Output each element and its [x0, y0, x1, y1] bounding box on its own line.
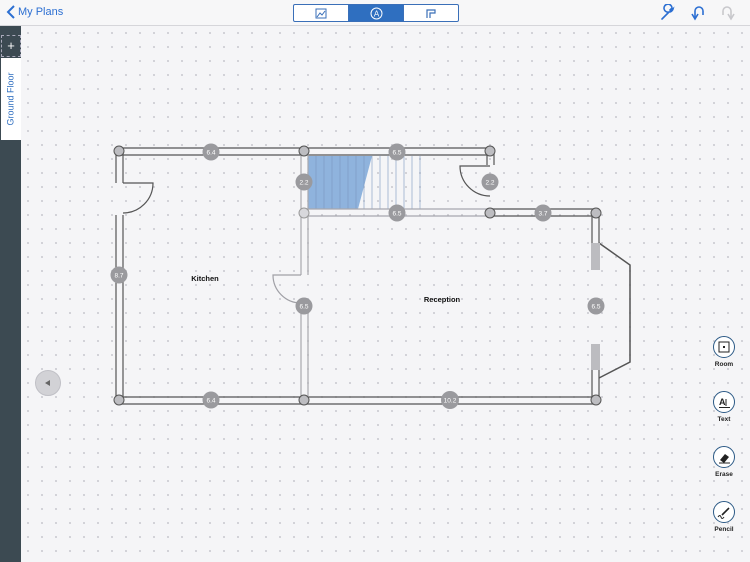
- room-tool-circle: [713, 336, 735, 358]
- svg-text:2.2: 2.2: [299, 180, 308, 187]
- text-tool-circle: A: [713, 391, 735, 413]
- svg-text:A: A: [719, 397, 726, 407]
- pencil-tool-button[interactable]: Pencil: [708, 501, 740, 533]
- back-label: My Plans: [18, 6, 64, 18]
- wrench-icon: [661, 4, 675, 20]
- text-icon: A: [718, 397, 730, 408]
- pencil-icon: [717, 506, 730, 519]
- floor-tab-ground[interactable]: Ground Floor: [1, 58, 21, 140]
- photo-plan-icon: [315, 8, 327, 18]
- dimension-badge[interactable]: 6.5: [388, 143, 406, 161]
- floor-shape-icon: [426, 8, 436, 18]
- plan-canvas[interactable]: 6.4 6.5 2.2 2.2 6.5 3.7 8.7 6.5 6.5 6.4 …: [21, 26, 750, 562]
- staircase: [308, 156, 421, 209]
- dimension-badge[interactable]: 6.5: [587, 297, 605, 315]
- floor-sidebar: [0, 26, 21, 562]
- eraser-icon: [718, 453, 730, 463]
- svg-text:A: A: [373, 9, 379, 18]
- dimension-badge[interactable]: 6.5: [388, 204, 406, 222]
- dimension-badge[interactable]: 3.7: [534, 204, 552, 222]
- svg-text:6.4: 6.4: [206, 398, 215, 405]
- compass-dial[interactable]: [35, 370, 61, 396]
- add-floor-button[interactable]: +: [1, 35, 21, 57]
- floor-plan: 6.4 6.5 2.2 2.2 6.5 3.7 8.7 6.5 6.5 6.4 …: [110, 143, 631, 409]
- undo-icon: [691, 6, 704, 21]
- erase-tool-label: Erase: [715, 471, 733, 478]
- chevron-left-icon: [6, 5, 15, 19]
- svg-text:6.5: 6.5: [392, 150, 401, 157]
- segment-floor-shape[interactable]: [404, 5, 458, 21]
- dimension-badge[interactable]: 8.7: [110, 266, 128, 284]
- dimension-badges: 6.4 6.5 2.2 2.2 6.5 3.7 8.7 6.5 6.5 6.4 …: [110, 143, 605, 409]
- settings-button[interactable]: [658, 4, 678, 22]
- dimension-badge[interactable]: 10.2: [441, 391, 459, 409]
- room-label-kitchen[interactable]: Kitchen: [191, 274, 219, 283]
- redo-icon: [722, 6, 735, 21]
- room-label-reception[interactable]: Reception: [424, 295, 461, 304]
- walls: [115, 147, 631, 405]
- pencil-tool-label: Pencil: [714, 526, 734, 533]
- svg-text:6.5: 6.5: [299, 304, 308, 311]
- svg-text:6.5: 6.5: [392, 211, 401, 218]
- top-bar: My Plans A: [0, 0, 750, 26]
- segment-annotate[interactable]: A: [349, 5, 404, 21]
- svg-text:6.4: 6.4: [206, 150, 215, 157]
- mode-segmented-control: A: [293, 4, 459, 22]
- compass-arrow-icon: [45, 380, 50, 386]
- erase-tool-button[interactable]: Erase: [708, 446, 740, 478]
- text-tool-label: Text: [717, 416, 731, 423]
- floor-tab-label: Ground Floor: [6, 72, 16, 126]
- undo-button[interactable]: [688, 4, 708, 22]
- svg-text:8.7: 8.7: [114, 273, 123, 280]
- pencil-tool-circle: [713, 501, 735, 523]
- annotate-a-icon: A: [370, 7, 382, 19]
- svg-text:6.5: 6.5: [591, 304, 600, 311]
- svg-text:2.2: 2.2: [485, 180, 494, 187]
- erase-tool-circle: [713, 446, 735, 468]
- svg-text:3.7: 3.7: [538, 211, 547, 218]
- doors: [122, 165, 491, 304]
- room-icon: [718, 341, 730, 353]
- dimension-badge[interactable]: 6.4: [202, 391, 220, 409]
- segment-photo[interactable]: [294, 5, 349, 21]
- dimension-badge[interactable]: 2.2: [481, 173, 499, 191]
- text-tool-button[interactable]: A Text: [708, 391, 740, 423]
- redo-button[interactable]: [718, 4, 738, 22]
- room-tool-button[interactable]: Room: [708, 336, 740, 368]
- svg-text:10.2: 10.2: [444, 398, 457, 405]
- top-right-icons: [658, 4, 738, 22]
- corner-nodes: [113, 145, 602, 406]
- room-tool-label: Room: [714, 361, 734, 368]
- dimension-badge[interactable]: 2.2: [295, 173, 313, 191]
- dimension-badge[interactable]: 6.5: [295, 297, 313, 315]
- dimension-badge[interactable]: 6.4: [202, 143, 220, 161]
- back-button[interactable]: My Plans: [6, 5, 63, 19]
